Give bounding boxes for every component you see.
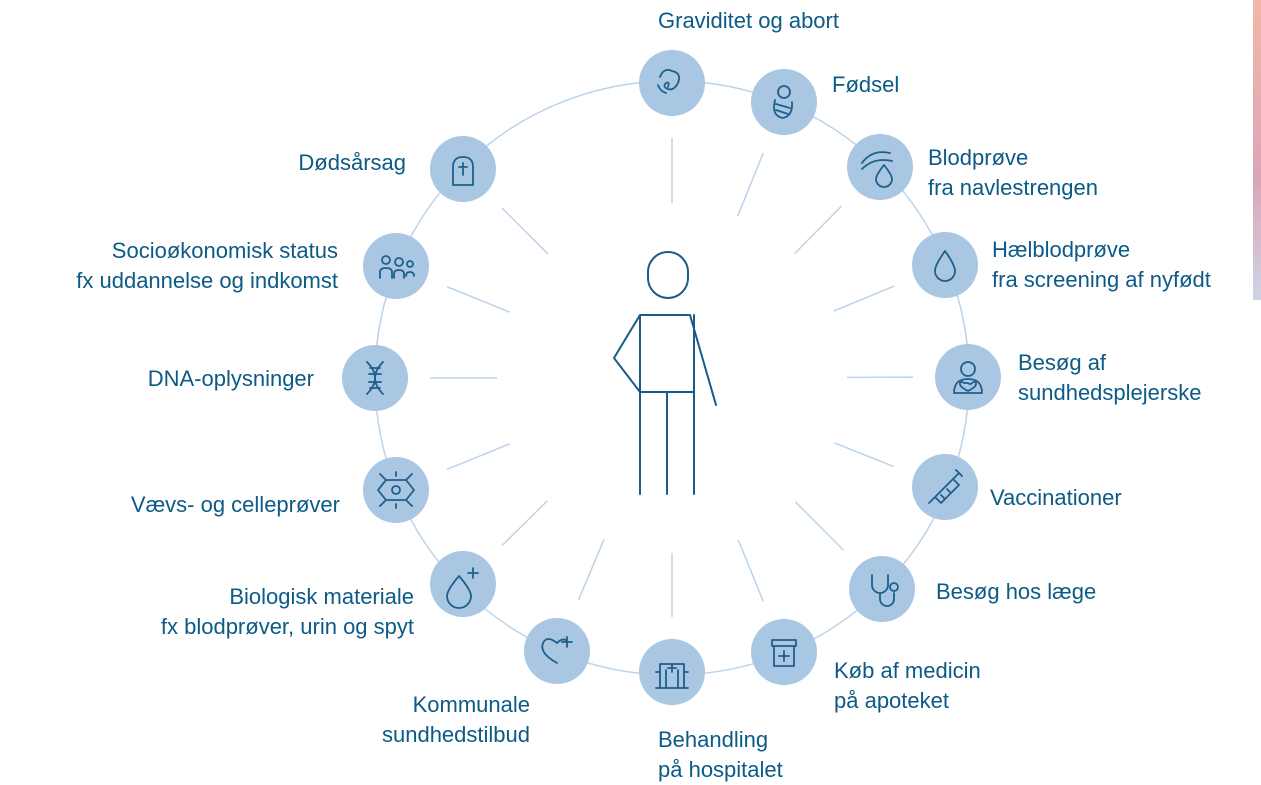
node-medicin (751, 619, 817, 685)
label-laege: Besøg hos læge (936, 577, 1096, 607)
node-hospital (639, 639, 705, 705)
label-line: Vævs- og celleprøver (131, 490, 340, 520)
label-line: på apoteket (834, 686, 981, 716)
spoke-line (502, 501, 547, 546)
label-vaccinationer: Vaccinationer (990, 483, 1122, 513)
node-haelblodprove (912, 232, 978, 298)
spoke-lines (430, 138, 913, 617)
label-vaevs: Vævs- og celleprøver (131, 490, 340, 520)
spoke-line (738, 153, 764, 216)
spoke-line (447, 287, 510, 313)
node-circle (935, 344, 1001, 410)
spoke-line (447, 444, 510, 470)
node-circle (912, 232, 978, 298)
node-dodsarsag (430, 136, 496, 202)
label-line: fra screening af nyfødt (992, 265, 1211, 295)
label-dodsarsag: Dødsårsag (298, 148, 406, 178)
spoke-line (795, 206, 842, 253)
node-kommunale (524, 618, 590, 684)
node-circle (751, 69, 817, 135)
node-biologisk (430, 551, 496, 617)
spoke-line (578, 539, 604, 600)
node-circle (363, 457, 429, 523)
label-line: fx blodprøver, urin og spyt (161, 612, 414, 642)
node-circle (524, 618, 590, 684)
label-line: sundhedsplejerske (1018, 378, 1201, 408)
node-socio (363, 233, 429, 299)
node-sundhedsplejerske (935, 344, 1001, 410)
spoke-line (795, 502, 843, 550)
label-line: Blodprøve (928, 143, 1098, 173)
label-line: Køb af medicin (834, 656, 981, 686)
label-line: Graviditet og abort (658, 6, 839, 36)
node-blodprove-navle (847, 134, 913, 200)
node-circle (363, 233, 429, 299)
spoke-line (834, 286, 894, 311)
node-laege (849, 556, 915, 622)
spoke-line (502, 208, 548, 254)
label-line: Dødsårsag (298, 148, 406, 178)
node-vaccinationer (912, 454, 978, 520)
label-line: DNA-oplysninger (148, 364, 314, 394)
label-fodsel: Fødsel (832, 70, 899, 100)
node-vaevs (363, 457, 429, 523)
spoke-line (738, 540, 763, 601)
label-line: Besøg af (1018, 348, 1201, 378)
label-line: sundhedstilbud (382, 720, 530, 750)
label-dna: DNA-oplysninger (148, 364, 314, 394)
node-circle (847, 134, 913, 200)
node-graviditet (639, 50, 705, 116)
label-line: på hospitalet (658, 755, 783, 785)
label-line: Behandling (658, 725, 783, 755)
label-line: Biologisk materiale (161, 582, 414, 612)
label-graviditet: Graviditet og abort (658, 6, 839, 36)
node-dna (342, 345, 408, 411)
person-icon (614, 252, 716, 494)
node-fodsel (751, 69, 817, 135)
label-line: Besøg hos læge (936, 577, 1096, 607)
label-line: fx uddannelse og indkomst (76, 266, 338, 296)
spoke-line (835, 443, 894, 467)
right-edge-photo-strip (1253, 0, 1261, 300)
node-circle (639, 50, 705, 116)
node-circle (849, 556, 915, 622)
label-line: Kommunale (382, 690, 530, 720)
label-line: Hælblodprøve (992, 235, 1211, 265)
label-line: Socioøkonomisk status (76, 236, 338, 266)
label-line: fra navlestrengen (928, 173, 1098, 203)
label-line: Fødsel (832, 70, 899, 100)
label-line: Vaccinationer (990, 483, 1122, 513)
